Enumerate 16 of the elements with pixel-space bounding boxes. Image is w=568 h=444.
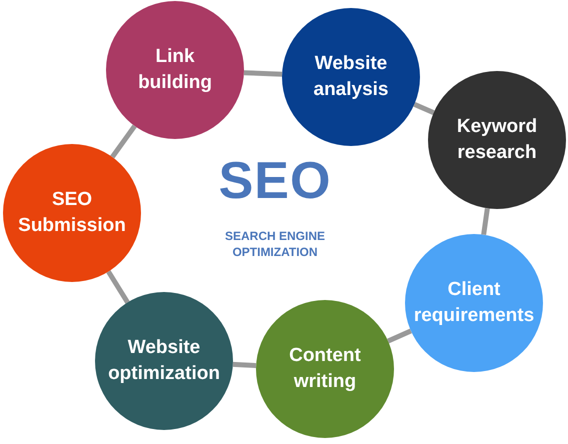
connector-line <box>106 270 130 304</box>
node-label: Keyword research <box>456 115 538 165</box>
node-label: Website analysis <box>312 52 390 102</box>
center-title: SEO <box>218 155 332 207</box>
connector-line <box>232 362 256 368</box>
connector-line <box>387 328 412 344</box>
node-label: Client requirements <box>414 278 534 328</box>
node-label: Website optimization <box>108 336 220 386</box>
connector-line <box>481 208 490 236</box>
connector-line <box>110 124 137 158</box>
node-label: Content writing <box>288 344 362 394</box>
center-subtitle: SEARCH ENGINE OPTIMIZATION <box>224 229 326 260</box>
connector-line <box>413 102 435 115</box>
node-label: Link building <box>137 45 213 95</box>
connector-line <box>244 70 282 77</box>
node-label: SEO Submission <box>17 188 127 238</box>
